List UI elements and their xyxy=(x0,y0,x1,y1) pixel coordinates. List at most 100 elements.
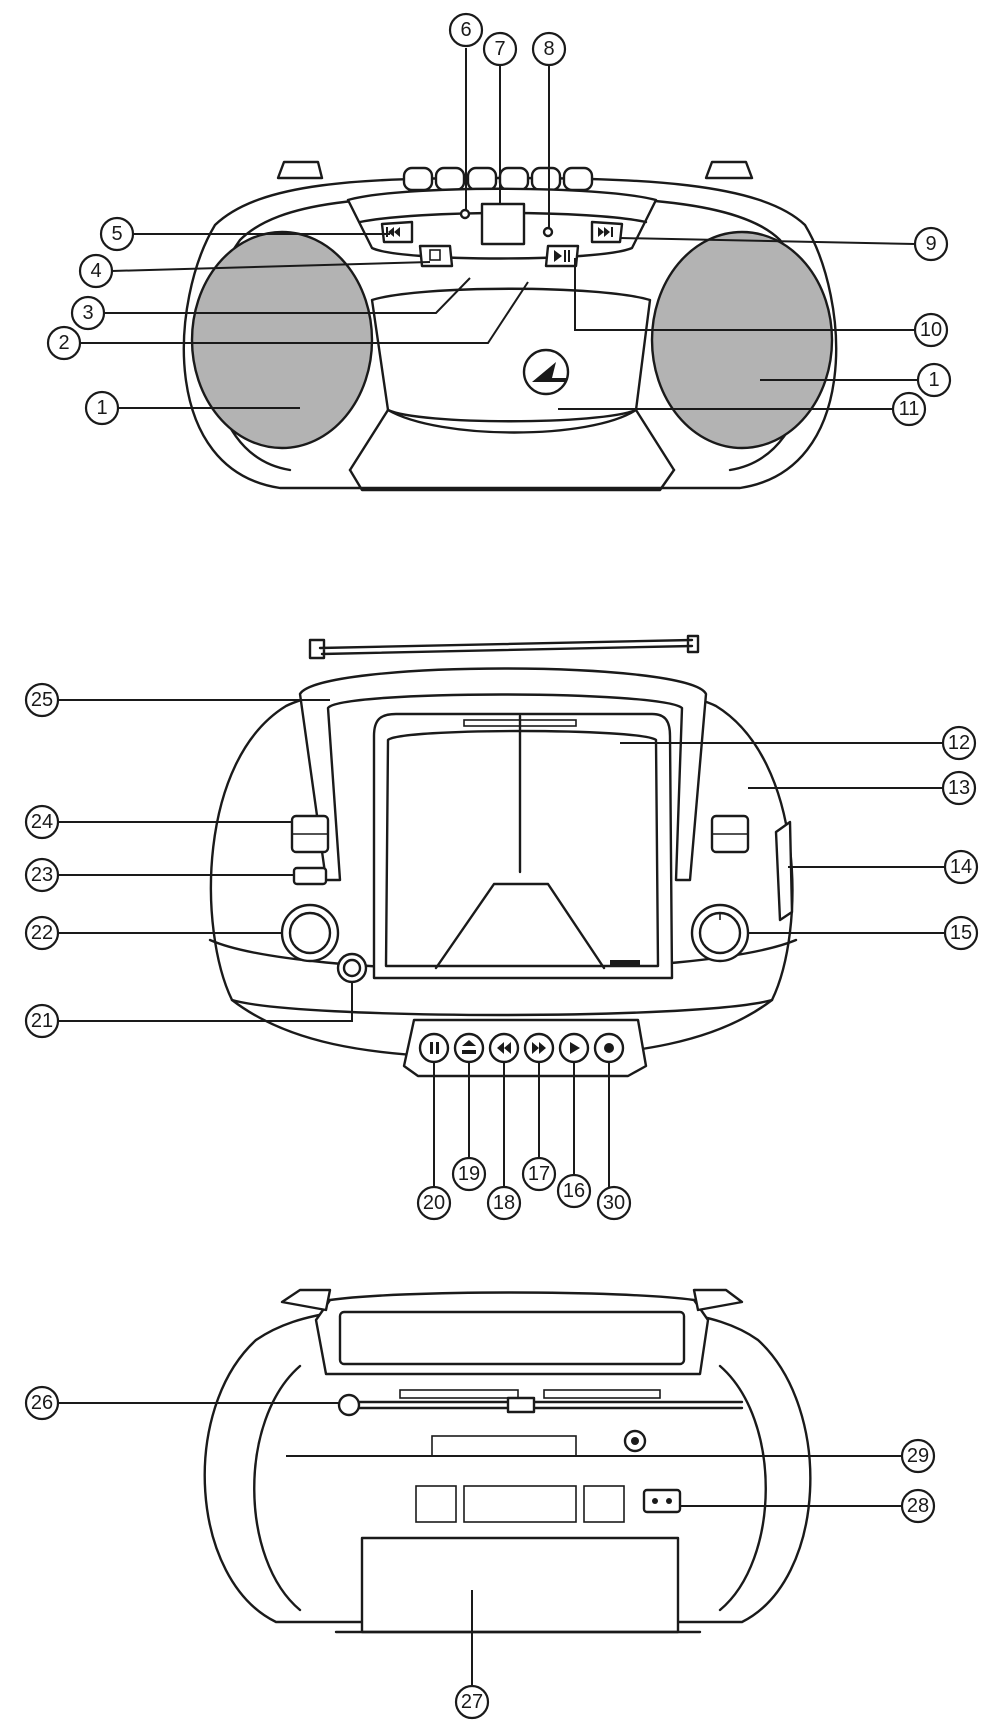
antenna xyxy=(308,634,700,660)
callout-label: 2 xyxy=(58,332,69,354)
stop-button xyxy=(418,244,454,268)
top-body-lower xyxy=(230,998,774,1017)
callout-24: 24 xyxy=(24,804,60,840)
speaker-grille-left xyxy=(190,230,374,450)
callout-label: 3 xyxy=(82,302,93,324)
callout-label: 1 xyxy=(96,397,107,419)
callout-label: 11 xyxy=(899,398,920,420)
speaker-grille-right xyxy=(650,230,834,450)
callout-label: 16 xyxy=(563,1180,585,1202)
indicator-led-6 xyxy=(459,208,471,220)
top-leader-lines xyxy=(58,699,945,1187)
rear-vent-top-left xyxy=(399,1389,519,1399)
callout-label: 1 xyxy=(928,369,939,391)
callout-27: 27 xyxy=(454,1684,490,1720)
antenna-pivot xyxy=(337,1393,361,1417)
callout-label: 5 xyxy=(111,223,122,245)
rear-foot-right xyxy=(692,1288,744,1312)
battery-compartment-door xyxy=(360,1536,680,1634)
callout-label: 4 xyxy=(90,260,101,282)
play-pause-button xyxy=(544,244,580,268)
callout-1-left: 1 xyxy=(84,390,120,426)
callout-label: 13 xyxy=(948,777,970,799)
callout-15: 15 xyxy=(943,915,979,951)
callout-6: 6 xyxy=(448,12,484,48)
callout-label: 22 xyxy=(31,922,53,944)
callout-label: 19 xyxy=(458,1163,480,1185)
callout-16: 16 xyxy=(556,1173,592,1209)
front-leader-lines xyxy=(80,48,918,410)
cd-door-edges xyxy=(348,408,676,472)
volume-knob xyxy=(280,903,340,963)
dc-jack xyxy=(623,1429,647,1453)
rear-vent-block-3 xyxy=(583,1485,625,1523)
callout-2: 2 xyxy=(46,325,82,361)
callout-30: 30 xyxy=(596,1185,632,1221)
callout-3: 3 xyxy=(70,295,106,331)
rear-view xyxy=(203,1288,812,1634)
callout-4: 4 xyxy=(78,253,114,289)
function-switch-left xyxy=(290,814,330,854)
cd-door-bottom xyxy=(386,408,638,434)
open-arrow-icon xyxy=(532,362,566,382)
callout-23: 23 xyxy=(24,857,60,893)
callout-label: 27 xyxy=(461,1691,483,1713)
callout-label: 14 xyxy=(950,856,972,878)
cd-lid-window xyxy=(434,882,606,970)
callout-label: 21 xyxy=(31,1010,53,1032)
rear-handle xyxy=(314,1291,710,1376)
tuning-dial-window xyxy=(774,820,794,922)
cassette-buttons xyxy=(418,1032,625,1064)
callout-label: 6 xyxy=(460,19,471,41)
callout-21: 21 xyxy=(24,1003,60,1039)
callout-1-right: 1 xyxy=(916,362,952,398)
callout-8: 8 xyxy=(531,31,567,67)
callout-label: 25 xyxy=(31,689,53,711)
handle-mount-left xyxy=(276,160,324,180)
cd-lid-label xyxy=(610,960,640,965)
antenna-clip xyxy=(506,1396,536,1414)
callout-label: 20 xyxy=(423,1192,445,1214)
callout-25: 25 xyxy=(24,682,60,718)
top-view xyxy=(208,634,798,1078)
tuning-knob xyxy=(690,903,750,963)
cd-lid xyxy=(372,712,674,980)
callout-label: 29 xyxy=(907,1445,929,1467)
handle-mount-right xyxy=(704,160,754,180)
ac-power-socket xyxy=(642,1488,682,1514)
callout-10: 10 xyxy=(913,312,949,348)
callout-18: 18 xyxy=(486,1185,522,1221)
headphone-jack xyxy=(336,952,368,984)
callout-label: 23 xyxy=(31,864,53,886)
callout-label: 30 xyxy=(603,1192,625,1214)
band-switch-right xyxy=(710,814,750,854)
callout-label: 24 xyxy=(31,811,53,833)
cd-lid-inner xyxy=(384,729,660,968)
callout-17: 17 xyxy=(521,1156,557,1192)
rear-handle-inner xyxy=(338,1310,686,1366)
callout-label: 15 xyxy=(950,922,972,944)
callout-label: 12 xyxy=(948,732,970,754)
pause-button xyxy=(418,1032,450,1064)
callout-5: 5 xyxy=(99,216,135,252)
callout-11: 11 xyxy=(891,391,927,427)
cd-lid-vent xyxy=(463,719,577,727)
rear-vent-top-right xyxy=(543,1389,661,1399)
callout-14: 14 xyxy=(943,849,979,885)
skip-forward-button xyxy=(590,220,624,244)
callout-9: 9 xyxy=(913,226,949,262)
callout-19: 19 xyxy=(451,1156,487,1192)
rear-leader-lines xyxy=(58,1402,902,1686)
front-base xyxy=(348,468,676,492)
callout-13: 13 xyxy=(941,770,977,806)
small-switch-23 xyxy=(292,866,328,886)
callout-26: 26 xyxy=(24,1385,60,1421)
callout-label: 17 xyxy=(528,1163,550,1185)
rear-vent-block-2 xyxy=(463,1485,577,1523)
rear-curve-left xyxy=(253,1364,302,1612)
lcd-display xyxy=(480,202,526,246)
callout-7: 7 xyxy=(482,31,518,67)
indicator-led-8 xyxy=(542,226,554,238)
callout-28: 28 xyxy=(900,1488,936,1524)
callout-label: 18 xyxy=(493,1192,515,1214)
